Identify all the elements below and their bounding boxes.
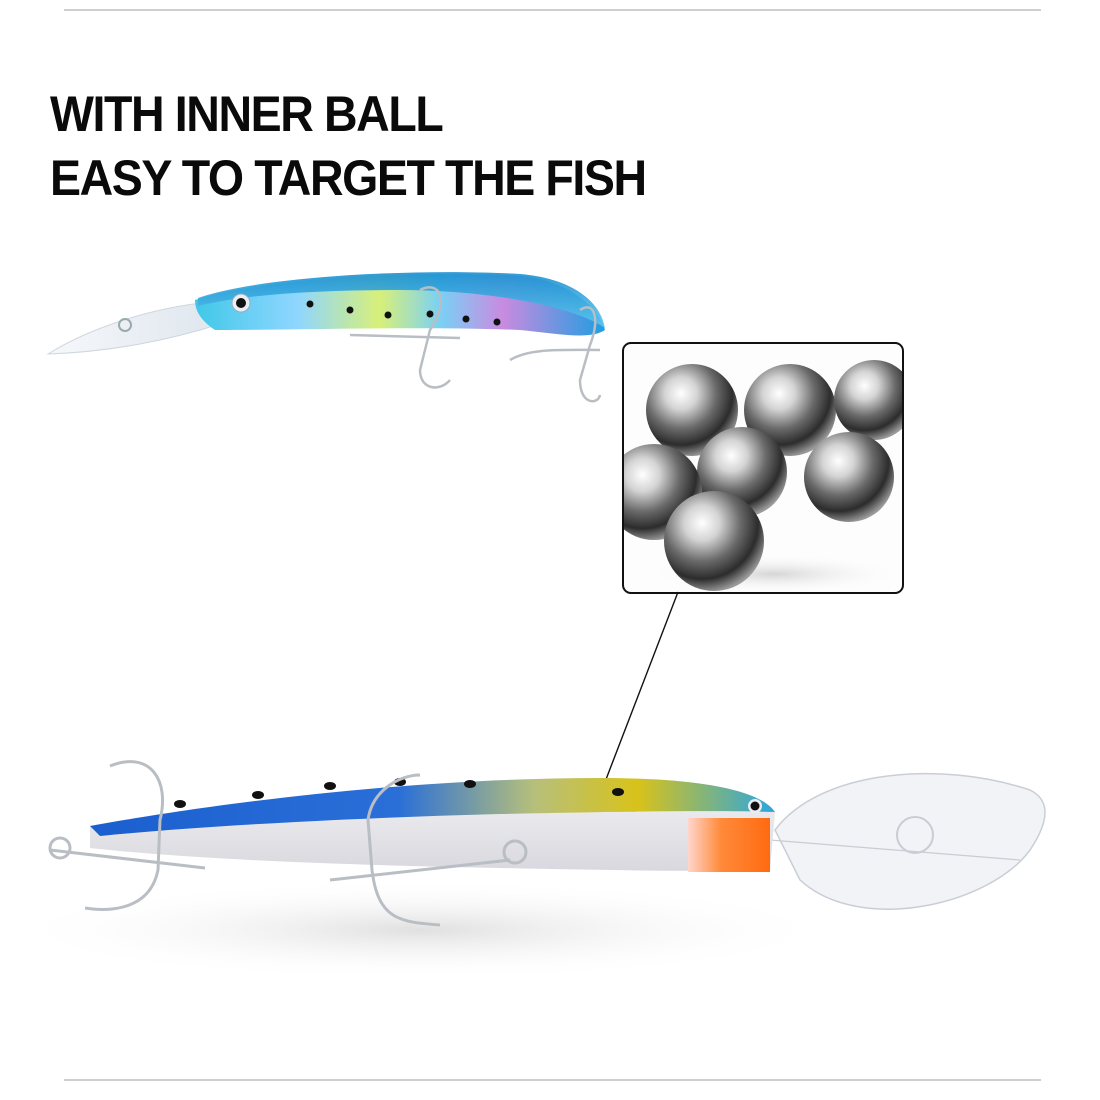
bottom-lure-hooks <box>48 760 528 927</box>
steel-balls-inset <box>622 342 904 594</box>
arrow-icon <box>584 591 679 835</box>
top-lure-hooks <box>349 286 602 403</box>
bottom-lure-lip <box>769 772 1046 910</box>
bottom-divider <box>64 1079 1041 1081</box>
headline-line-2: EASY TO TARGET THE FISH <box>50 150 647 206</box>
steel-balls-icon <box>624 360 902 592</box>
top-divider <box>64 9 1041 11</box>
headline-line-1: WITH INNER BALL <box>50 86 444 142</box>
top-lure-lip <box>46 301 221 355</box>
top-lure-body <box>195 272 605 336</box>
bottom-lure-body <box>90 778 775 872</box>
headline: WITH INNER BALL EASY TO TARGET THE FISH <box>50 82 647 210</box>
